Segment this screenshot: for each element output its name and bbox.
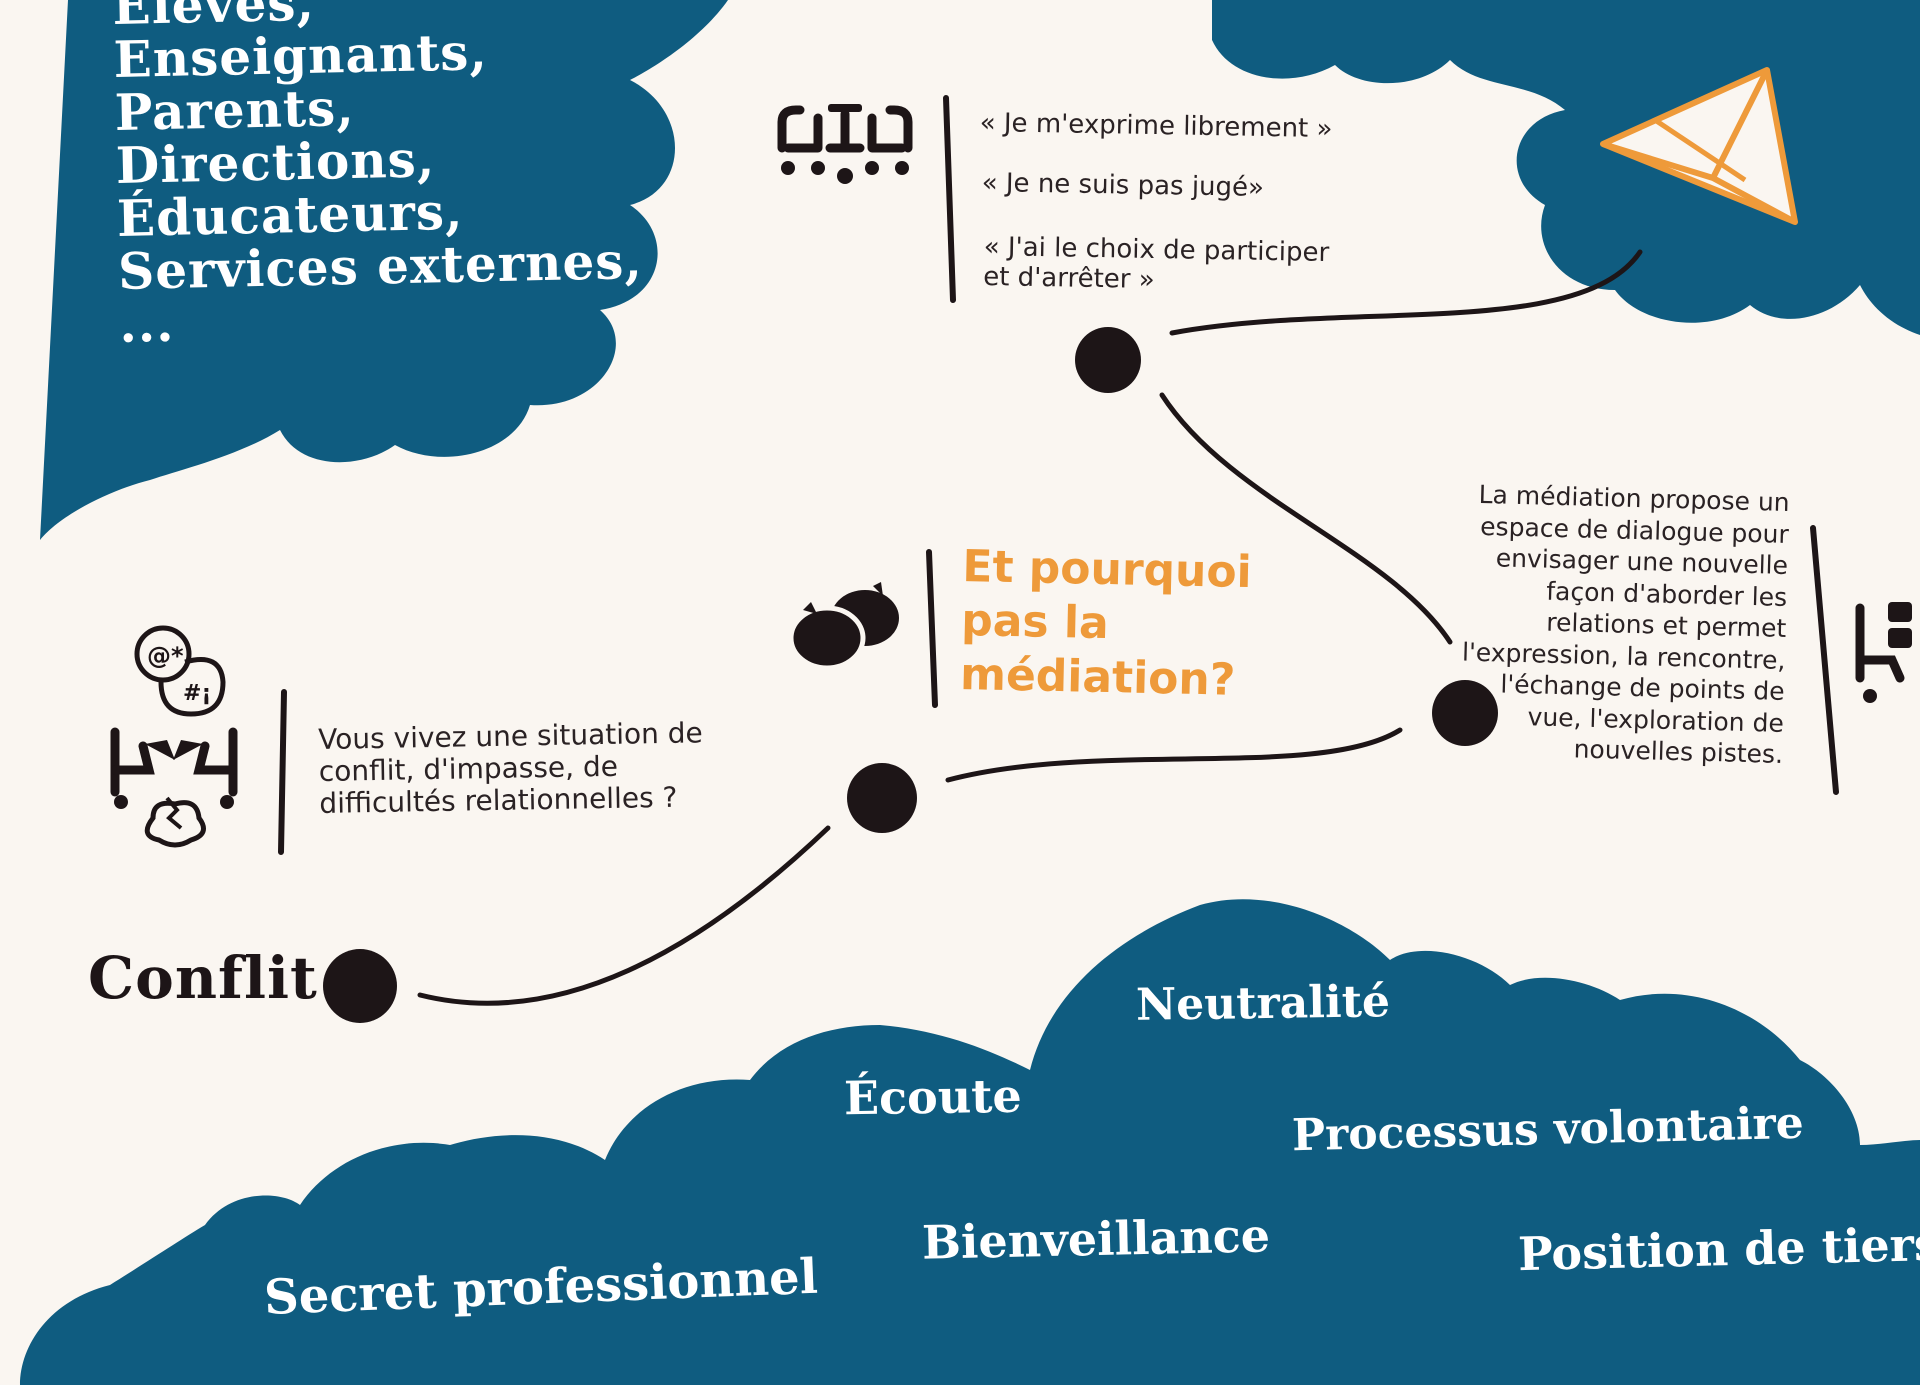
- values-cloud: [20, 899, 1920, 1385]
- quote-not-judged: « Je ne suis pas jugé»: [981, 168, 1265, 203]
- quote-choice: « J'ai le choix de participer et d'arrêt…: [982, 232, 1330, 295]
- path-dot: [847, 763, 917, 833]
- value-bienveillance: Bienveillance: [921, 1208, 1271, 1270]
- divider: [926, 549, 938, 708]
- path-line: [417, 825, 831, 1006]
- svg-text:@*: @*: [147, 642, 184, 670]
- paper-plane-icon: [1600, 67, 1798, 225]
- angry-faces-icon: @* #¡: [110, 625, 238, 848]
- audience-line: Services externes,: [117, 230, 644, 301]
- start-label: Conflit: [88, 944, 318, 1012]
- quote-express: « Je m'exprime librement »: [979, 108, 1333, 145]
- path-line: [1159, 392, 1453, 645]
- two-people-talking-icon: [777, 104, 913, 184]
- question-title: Et pourquoi pas la médiation?: [959, 540, 1253, 706]
- path-line: [945, 727, 1403, 783]
- value-position: Position de tiers: [1517, 1216, 1920, 1282]
- svg-text:#¡: #¡: [183, 681, 211, 706]
- divider: [278, 689, 287, 855]
- divider: [943, 95, 956, 303]
- person-icon: [1855, 602, 1912, 703]
- audience-cloud: [40, 0, 728, 540]
- speech-bubbles-icon: [788, 582, 899, 671]
- value-neutralite: Neutralité: [1135, 976, 1391, 1031]
- path-dot: [1075, 327, 1141, 393]
- divider: [1810, 525, 1839, 795]
- value-ecoute: Écoute: [843, 1068, 1023, 1126]
- path-dot: [323, 949, 397, 1023]
- audience-list: Élèves, Enseignants, Parents, Directions…: [112, 0, 644, 354]
- path-line: [1169, 249, 1643, 336]
- situation-text: Vous vivez une situation de conflit, d'i…: [317, 716, 703, 820]
- mediation-description: La médiation propose un espace de dialog…: [1461, 479, 1790, 769]
- path-dot: [1432, 680, 1498, 746]
